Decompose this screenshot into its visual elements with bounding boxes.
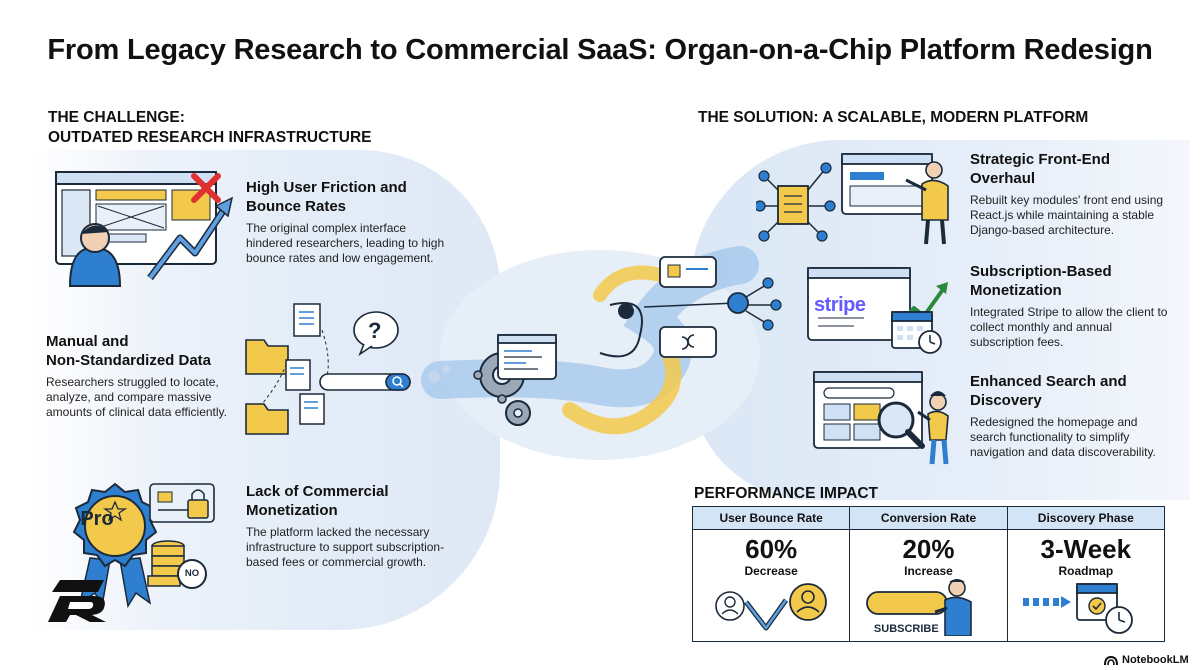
challenge-item-monetization-title-1: Lack of Commercial <box>246 483 389 500</box>
svg-text:?: ? <box>368 318 381 343</box>
challenge-heading: THE CHALLENGE: OUTDATED RESEARCH INFRAST… <box>48 108 372 148</box>
challenge-heading-line1: THE CHALLENGE: <box>48 109 185 126</box>
challenge-item-data: Manual and Non-Standardized Data Researc… <box>46 332 246 420</box>
solution-heading: THE SOLUTION: A SCALABLE, MODERN PLATFOR… <box>698 109 1089 126</box>
data-search-illustration: ? <box>245 303 411 435</box>
metric-cell-bounce: 60% Decrease <box>691 529 851 642</box>
challenge-heading-line2: OUTDATED RESEARCH INFRASTRUCTURE <box>48 129 372 146</box>
metric-label-discovery: Roadmap <box>1058 564 1114 578</box>
stripe-logo-text: stripe <box>814 294 866 316</box>
footer-brand-text: NotebookLM <box>1122 654 1189 666</box>
solution-item-subscription-title-1: Subscription-Based <box>970 263 1112 280</box>
stripe-illustration <box>807 267 948 354</box>
pro-badge-label: Pro <box>80 508 114 530</box>
user-friction-illustration <box>55 171 234 287</box>
challenge-item-friction-title-2: Bounce Rates <box>246 198 347 215</box>
solution-item-search-title-1: Enhanced Search and <box>970 373 1127 390</box>
metric-cell-discovery: 3-Week Roadmap <box>1006 529 1166 642</box>
subscribe-button: SUBSCRIBE <box>873 623 939 635</box>
challenge-item-monetization-title-2: Monetization <box>246 502 338 519</box>
metric-value-conversion: 20% <box>902 534 955 564</box>
metric-label-conversion: Increase <box>904 564 953 578</box>
roadmap-calendar-icon <box>1022 583 1133 634</box>
solution-item-search: Enhanced Search and Discovery Redesigned… <box>970 372 1170 460</box>
frontend-overhaul-illustration <box>756 153 949 245</box>
solution-item-frontend-desc: Rebuilt key modules' front end using Rea… <box>970 193 1164 237</box>
monetization-illustration <box>72 482 215 608</box>
metric-value-discovery: 3-Week <box>1040 534 1132 564</box>
solution-item-search-title-2: Discovery <box>970 392 1042 409</box>
footer-brand: NotebookLM <box>1104 652 1189 668</box>
transition-graphic <box>421 246 782 435</box>
solution-item-subscription: Subscription-Based Monetization Integrat… <box>970 262 1170 350</box>
subscriber-illustration <box>866 579 973 637</box>
challenge-item-monetization: Lack of Commercial Monetization The plat… <box>246 482 456 570</box>
search-discovery-illustration <box>813 371 949 465</box>
solution-item-search-desc: Redesigned the homepage and search funct… <box>970 415 1156 459</box>
challenge-item-data-title-2: Non-Standardized Data <box>46 352 212 369</box>
page-title: From Legacy Research to Commercial SaaS:… <box>47 34 1153 66</box>
no-badge-label: NO <box>184 568 200 579</box>
metric-header-conversion: Conversion Rate <box>849 506 1008 530</box>
challenge-item-friction-title-1: High User Friction and <box>246 179 407 196</box>
solution-item-subscription-title-2: Monetization <box>970 282 1062 299</box>
impact-table: User Bounce Rate Conversion Rate Discove… <box>691 506 1166 642</box>
metric-header-discovery: Discovery Phase <box>1006 506 1166 530</box>
solution-item-frontend: Strategic Front-End Overhaul Rebuilt key… <box>970 150 1170 238</box>
challenge-item-data-title-1: Manual and <box>46 333 129 350</box>
metric-cell-conversion: 20% Increase SUBSCRIBE <box>849 529 1008 642</box>
metric-header-bounce: User Bounce Rate <box>691 506 851 530</box>
challenge-item-friction-desc: The original complex interface hindered … <box>246 221 445 265</box>
impact-heading: PERFORMANCE IMPACT <box>694 485 878 502</box>
red-x-icon <box>191 173 221 203</box>
metric-label-bounce: Decrease <box>744 564 798 578</box>
bounce-decrease-icon <box>715 583 828 631</box>
notebooklm-logo-icon <box>1104 655 1118 666</box>
company-logo-icon <box>48 580 106 622</box>
solution-item-subscription-desc: Integrated Stripe to allow the client to… <box>970 305 1168 349</box>
metric-value-bounce: 60% <box>745 534 798 564</box>
solution-item-frontend-title-2: Overhaul <box>970 170 1036 187</box>
challenge-item-friction: High User Friction and Bounce Rates The … <box>246 178 446 266</box>
challenge-item-monetization-desc: The platform lacked the necessary infras… <box>246 525 445 569</box>
challenge-item-data-desc: Researchers struggled to locate, analyze… <box>46 375 227 419</box>
solution-item-frontend-title-1: Strategic Front-End <box>970 151 1111 168</box>
